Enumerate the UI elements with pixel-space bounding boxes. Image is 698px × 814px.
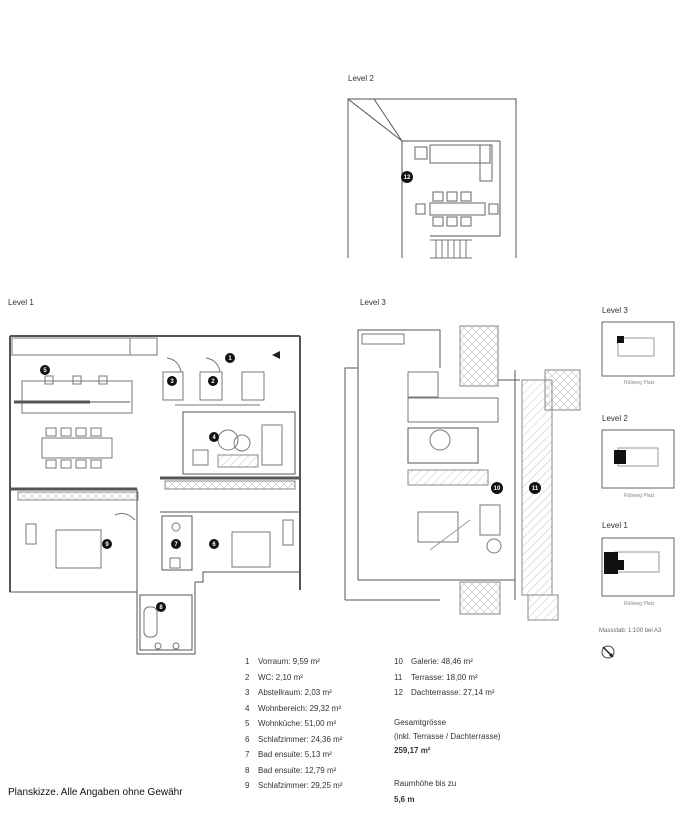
key-plan-level1: [601, 537, 675, 597]
scale-note: Massstab: 1:100 bei A3: [599, 628, 662, 634]
marker-3: 3: [167, 376, 177, 386]
key-plan-level2-title: Level 2: [602, 414, 628, 423]
height-label: Raumhöhe bis zu: [394, 779, 457, 788]
key-plan-level1-caption: Rütiweg Platz: [624, 601, 655, 607]
key-plan-level1-title: Level 1: [602, 521, 628, 530]
height-block: Raumhöhe bis zu 5,6 m: [394, 776, 456, 808]
marker-10: 10: [491, 482, 503, 494]
marker-1: 1: [225, 353, 235, 363]
level3-plan: [344, 325, 581, 621]
svg-text:8: 8: [159, 605, 163, 611]
disclaimer-note: Planskizze. Alle Angaben ohne Gewähr: [8, 787, 183, 798]
svg-text:3: 3: [170, 379, 174, 385]
key-plan-level3-title: Level 3: [602, 306, 628, 315]
total-sublabel: (inkl. Terrasse / Dachterrasse): [394, 732, 501, 741]
key-plan-level2: [601, 429, 675, 489]
level1-title: Level 1: [8, 298, 34, 307]
key-plan-level3: [601, 321, 675, 377]
level2-title: Level 2: [348, 74, 374, 83]
marker-4: 4: [209, 432, 219, 442]
level2-plan: [347, 98, 517, 259]
marker-9: 9: [102, 539, 112, 549]
total-label: Gesamtgrösse: [394, 718, 447, 727]
svg-text:10: 10: [494, 486, 501, 492]
key-plan-level3-caption: Rütiweg Platz: [624, 380, 655, 386]
svg-text:9: 9: [105, 542, 109, 548]
svg-text:2: 2: [211, 379, 215, 385]
marker-2: 2: [208, 376, 218, 386]
level3-title: Level 3: [360, 298, 386, 307]
marker-12: 12: [401, 171, 413, 183]
marker-8: 8: [156, 602, 166, 612]
svg-text:1: 1: [228, 356, 232, 362]
room-markers: 1 2 3 4 5 6 7 8 9 10 11 12: [40, 171, 541, 612]
svg-text:4: 4: [212, 435, 216, 441]
marker-11: 11: [529, 482, 541, 494]
svg-text:12: 12: [404, 175, 411, 181]
svg-text:7: 7: [174, 542, 178, 548]
north-arrow-icon: [601, 645, 615, 659]
marker-7: 7: [171, 539, 181, 549]
svg-text:6: 6: [212, 542, 216, 548]
svg-text:5: 5: [43, 368, 47, 374]
totals-block: Gesamtgrösse (inkl. Terrasse / Dachterra…: [394, 716, 501, 758]
svg-text:11: 11: [532, 486, 539, 492]
total-value: 259,17 m²: [394, 746, 431, 755]
marker-6: 6: [209, 539, 219, 549]
height-value: 5,6 m: [394, 795, 415, 804]
marker-5: 5: [40, 365, 50, 375]
key-plan-level2-caption: Rütiweg Platz: [624, 493, 655, 499]
level1-plan: [9, 335, 301, 655]
